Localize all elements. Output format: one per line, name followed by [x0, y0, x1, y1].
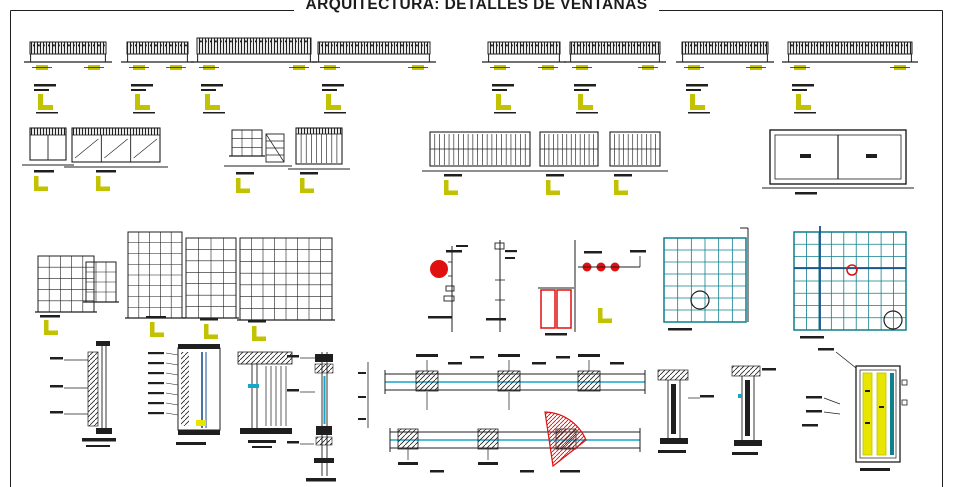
wall-section-b [148, 344, 221, 445]
grid-window-elevation [35, 255, 97, 313]
sheet-border [10, 10, 943, 487]
pane-window-elevation [64, 127, 168, 168]
panel-detail-yellow [818, 348, 908, 471]
barred-window-elevation [602, 131, 668, 172]
grid-window-elevation [237, 237, 335, 321]
grid-window-elevation [125, 231, 185, 319]
grill-fence-elevation [482, 41, 566, 114]
grill-fence-elevation [24, 41, 112, 114]
sheet-title-text: ARQUITECTURA: DETALLES DE VENTANAS [293, 0, 660, 14]
door-swing-fan [544, 411, 587, 473]
leader-notes [802, 396, 841, 427]
grill-fence-elevation [191, 37, 317, 114]
red-door-elevation [538, 240, 646, 336]
louver-detail-red-marker [428, 245, 468, 332]
mini-ruler [358, 362, 369, 428]
dimension-labels [34, 165, 824, 341]
grill-fence-elevation [564, 41, 666, 114]
grill-fence-elevation [782, 41, 918, 114]
wall-section-f [731, 365, 776, 455]
wall-section-c [237, 351, 293, 448]
grill-fence-elevation [676, 41, 774, 114]
wall-section-e [657, 369, 714, 453]
horizontal-section-top [384, 354, 646, 410]
wall-section-a [50, 341, 116, 447]
jamb-section-line [486, 240, 517, 332]
barred-window-elevation [532, 131, 606, 172]
curtainwall-grid-elevation [793, 226, 907, 331]
grill-fence-elevation [312, 41, 436, 114]
horizontal-section-bottom [389, 428, 641, 473]
grill-fence-elevation [121, 41, 194, 114]
grid-window-elevation [229, 129, 265, 157]
double-window-elevation [762, 129, 914, 189]
pane-window-elevation [22, 127, 74, 166]
grid-window-elevation [183, 237, 239, 319]
stair-step-detail [265, 133, 285, 163]
wall-section-d [287, 352, 336, 482]
barred-window-elevation [288, 127, 350, 170]
curtainwall-grid-elevation [663, 227, 749, 323]
sheet-title: ARQUITECTURA: DETALLES DE VENTANAS [0, 0, 953, 14]
grid-window-elevation [83, 261, 119, 303]
barred-window-elevation [422, 131, 538, 172]
